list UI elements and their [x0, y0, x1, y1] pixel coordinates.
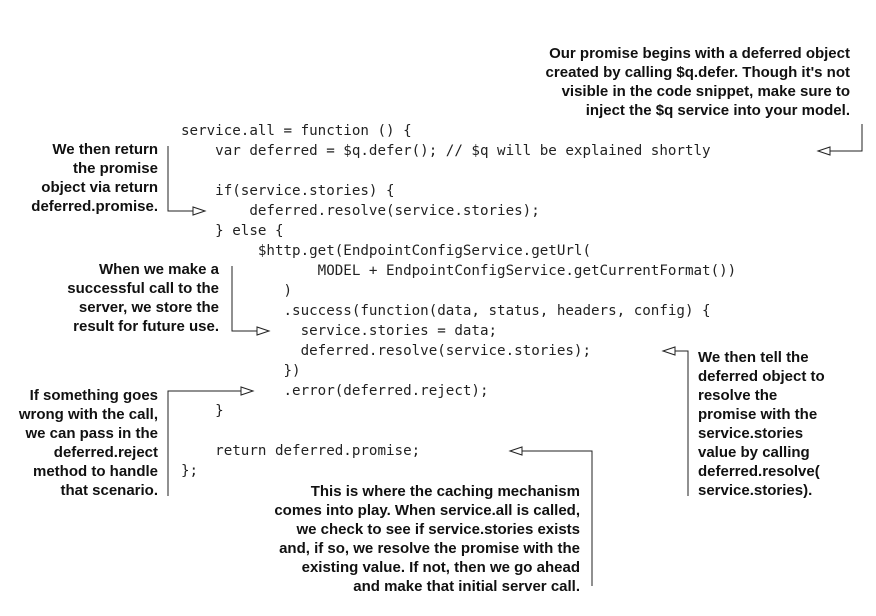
code-listing: service.all = function () { var deferred…: [181, 121, 736, 481]
callout-return-arrowhead: [192, 206, 207, 216]
code-line: deferred.resolve(service.stories);: [181, 343, 591, 359]
code-line: }: [181, 403, 224, 419]
code-line: }): [181, 363, 301, 379]
callout-caching-arrowhead: [508, 446, 523, 456]
code-line: var deferred = $q.defer(); // $q will be…: [181, 143, 711, 159]
annotation-defer: Our promise begins with a deferred objec…: [545, 45, 850, 119]
annotation-return-promise: We then return the promise object via re…: [31, 141, 158, 215]
code-line: $http.get(EndpointConfigService.getUrl(: [181, 243, 591, 259]
callout-error-arrowhead: [240, 386, 255, 396]
code-line: deferred.resolve(service.stories);: [181, 203, 540, 219]
annotation-resolve-stories: We then tell the deferred object to reso…: [698, 349, 825, 499]
callout-return-line: [167, 146, 193, 212]
code-line: service.stories = data;: [181, 323, 498, 339]
code-line: return deferred.promise;: [181, 443, 421, 459]
callout-resolve-arrowhead: [661, 346, 676, 356]
callout-caching-line: [522, 450, 593, 586]
callout-defer-arrowhead: [816, 146, 831, 156]
code-line: .error(deferred.reject);: [181, 383, 489, 399]
annotation-error-reject: If something goes wrong with the call, w…: [18, 387, 158, 499]
code-line: service.all = function () {: [181, 123, 412, 139]
callout-error-line: [167, 390, 241, 496]
annotation-success-store: When we make a successful call to the se…: [67, 261, 219, 335]
callout-success-line: [231, 266, 257, 332]
callout-success-arrowhead: [256, 326, 271, 336]
code-line: .success(function(data, status, headers,…: [181, 303, 711, 319]
annotation-caching: This is where the caching mechanism come…: [274, 483, 580, 595]
callout-resolve-line: [675, 350, 689, 496]
code-line: } else {: [181, 223, 284, 239]
code-line: if(service.stories) {: [181, 183, 395, 199]
code-line: MODEL + EndpointConfigService.getCurrent…: [181, 263, 737, 279]
code-line: ): [181, 283, 293, 299]
callout-defer-line: [830, 124, 863, 152]
code-line: };: [181, 463, 199, 479]
